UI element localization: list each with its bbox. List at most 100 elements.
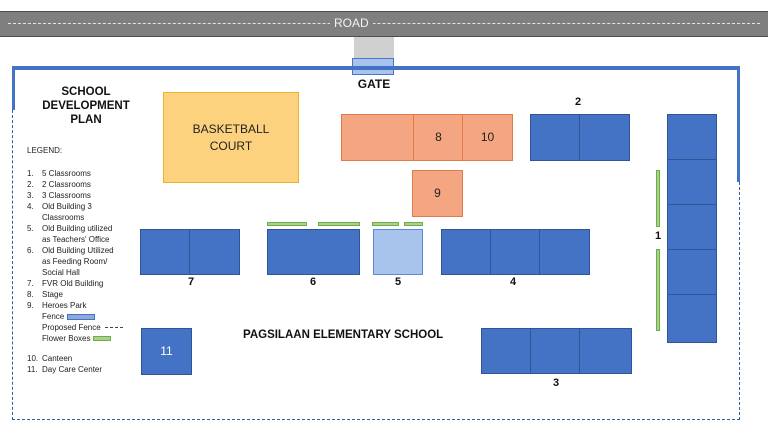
legend-item-text: Old Building 3 — [42, 202, 92, 211]
road-center-line — [8, 23, 760, 24]
building-10-label: 10 — [480, 130, 495, 144]
legend-item: 1. 5 Classrooms — [27, 168, 137, 179]
building-11-label: 11 — [160, 344, 173, 358]
legend-item-text: Heroes Park — [42, 301, 87, 310]
building-3-room — [530, 328, 581, 374]
flower-box — [404, 222, 423, 226]
legend-item-cont: as Feeding Room/ — [27, 256, 137, 267]
building-1-room — [667, 294, 717, 343]
court-label-line-1: BASKETBALL — [192, 122, 270, 136]
legend-item: 7.FVR Old Building — [27, 278, 137, 289]
fence-left — [12, 66, 15, 110]
building-4-room — [441, 229, 492, 275]
school-name: PAGSILAAN ELEMENTARY SCHOOL — [243, 329, 444, 341]
building-7-label: 7 — [187, 276, 195, 288]
legend-item-text: Old Building utilized — [42, 224, 113, 233]
court-label-line-2: COURT — [209, 139, 253, 153]
flower-box — [372, 222, 399, 226]
legend-flower-boxes-text: Flower Boxes — [42, 334, 91, 343]
road: ROAD — [0, 11, 768, 37]
proposed-fence-left — [12, 110, 13, 420]
legend-item-num: 10. — [27, 354, 39, 363]
legend-title: LEGEND: — [27, 146, 63, 155]
legend-proposed-fence-text: Proposed Fence — [42, 323, 101, 332]
building-3-room — [579, 328, 632, 374]
building-7-room — [140, 229, 191, 275]
building-2-label: 2 — [574, 96, 582, 108]
legend-item-text: 3 Classrooms — [42, 191, 91, 200]
fence-swatch — [67, 313, 96, 320]
building-1-room — [667, 159, 717, 206]
legend-item-cont: Classrooms — [27, 212, 137, 223]
legend: 1. 5 Classrooms 2. 2 Classrooms 3. 3 Classr… — [27, 168, 137, 375]
building-2-room — [579, 114, 630, 161]
flower-box-swatch — [93, 336, 112, 341]
fence-right — [737, 66, 740, 182]
legend-item: 5.Old Building utilized — [27, 223, 137, 234]
gate-label: GATE — [357, 77, 391, 91]
legend-flower-boxes: Flower Boxes — [27, 333, 137, 344]
legend-fence: Fence — [27, 311, 137, 322]
building-7-room — [189, 229, 240, 275]
building-2-room — [530, 114, 581, 161]
basketball-court-label: BASKETBALL COURT — [163, 121, 299, 155]
flower-box — [267, 222, 307, 226]
basketball-court — [163, 92, 299, 183]
legend-item-text: Stage — [42, 290, 63, 299]
building-6-feeding-room — [267, 229, 360, 275]
plan-title-line-2: PLAN — [70, 114, 102, 126]
legend-item: 2. 2 Classrooms — [27, 179, 137, 190]
road-label: ROAD — [330, 15, 373, 31]
legend-item-num: 2. — [27, 180, 34, 189]
legend-item-num: 3. — [27, 191, 34, 200]
legend-item-cont: as Teachers' Office — [27, 234, 137, 245]
legend-item-num: 9. — [27, 301, 34, 310]
building-1-room — [667, 249, 717, 296]
building-1-label: 1 — [654, 230, 662, 242]
legend-item-num: 8. — [27, 290, 34, 299]
fence-top — [12, 66, 740, 70]
stage-area — [341, 114, 415, 161]
legend-item: 3. 3 Classrooms — [27, 190, 137, 201]
flower-box — [656, 249, 660, 331]
legend-item-num: 7. — [27, 279, 34, 288]
proposed-fence-right — [739, 182, 740, 420]
flower-box — [318, 222, 360, 226]
building-6-label: 6 — [309, 276, 317, 288]
building-3-label: 3 — [552, 377, 560, 389]
legend-item-text: Classrooms — [42, 213, 85, 222]
gate-path — [354, 37, 394, 59]
building-8-label: 8 — [435, 130, 442, 144]
legend-item-num: 4. — [27, 202, 34, 211]
building-11-day-care — [141, 328, 192, 375]
legend-item-text: as Teachers' Office — [42, 235, 110, 244]
building-4-room — [490, 229, 541, 275]
legend-item-text: Old Building Utilized — [42, 246, 114, 255]
building-3-room — [481, 328, 532, 374]
building-5-label: 5 — [394, 276, 402, 288]
building-1-room — [667, 114, 717, 161]
legend-item: 4. Old Building 3 — [27, 201, 137, 212]
legend-item-text: Social Hall — [42, 268, 80, 277]
building-5-teachers-office — [373, 229, 423, 275]
proposed-fence-bottom — [12, 419, 740, 420]
legend-item-text: 2 Classrooms — [42, 180, 91, 189]
legend-item-text: 5 Classrooms — [42, 169, 91, 178]
legend-item-num: 1. — [27, 169, 34, 178]
building-8-stage — [413, 114, 464, 161]
legend-item-num: 6. — [27, 246, 34, 255]
plan-title: SCHOOL DEVELOPMENT PLAN — [18, 85, 154, 127]
legend-item-cont: Social Hall — [27, 267, 137, 278]
legend-item-text: Canteen — [42, 354, 73, 363]
building-1-room — [667, 204, 717, 251]
legend-item: 8. Stage — [27, 289, 137, 300]
legend-item: 9. Heroes Park — [27, 300, 137, 311]
building-9-label: 9 — [434, 186, 441, 200]
building-4-room — [539, 229, 590, 275]
legend-item: 11.Day Care Center — [27, 364, 137, 375]
legend-fence-text: Fence — [42, 312, 65, 321]
building-10-canteen — [462, 114, 513, 161]
flower-box — [656, 170, 660, 227]
legend-proposed-fence: Proposed Fence — [27, 322, 137, 333]
legend-item-num: 11. — [27, 365, 38, 374]
